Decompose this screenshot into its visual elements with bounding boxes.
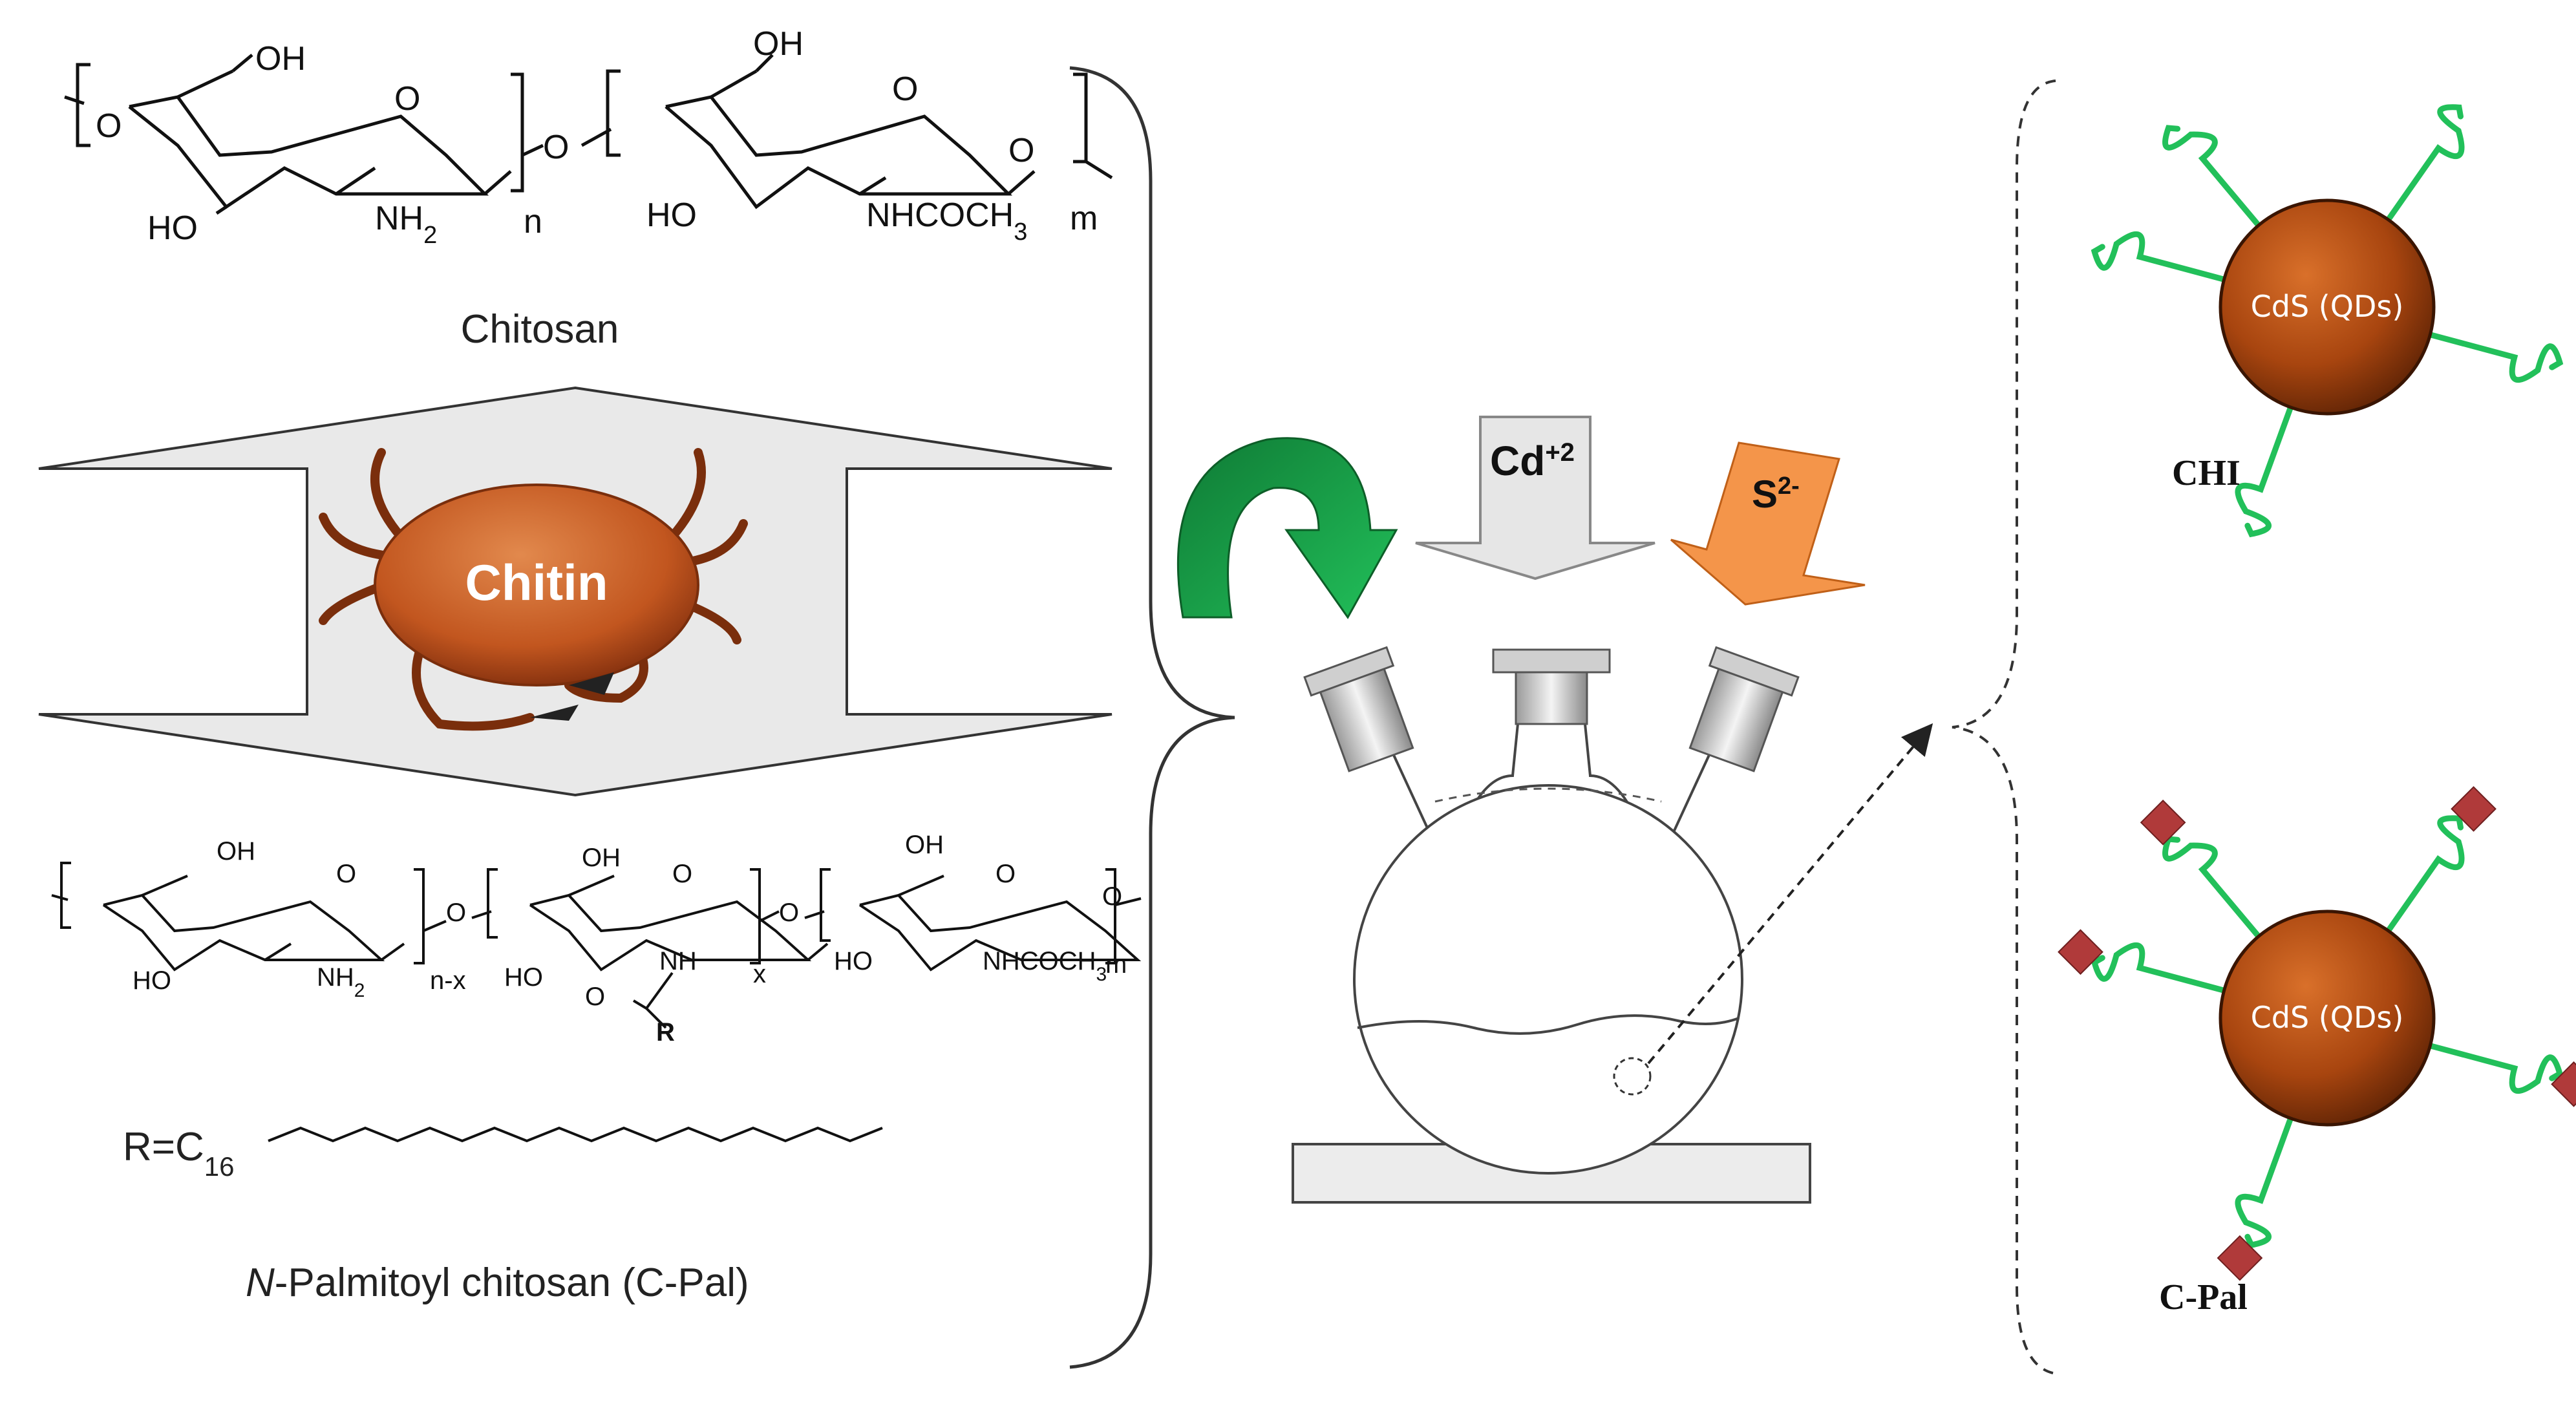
cd-arrow: Cd+2 [1415, 416, 1655, 580]
chitosan-bracket-left [76, 63, 90, 147]
cpal-u3-ho: HO [834, 947, 873, 975]
polymer-strand [2091, 942, 2230, 995]
liquid-surface [1357, 1014, 1740, 1035]
palmitoyl-chain [268, 1126, 883, 1143]
chitosan-unit1-ring [128, 95, 489, 209]
cpal-labels: OH O HO NH2 n-x O OH O HO NH O R x O OH … [123, 831, 1127, 1305]
zoom-arrow [1647, 723, 1933, 1065]
cpal-u3-oh: OH [905, 831, 944, 859]
cpal-structure [51, 862, 1142, 1143]
cpal-u3-end-o: O [1102, 882, 1122, 911]
chitosan-ring-o-label: O [394, 80, 420, 118]
polymer-strand [2162, 836, 2264, 942]
cpal-link-o2: O [779, 899, 799, 927]
polymer-strand [2383, 104, 2465, 226]
chitosan-unit2-ho-label: HO [646, 197, 697, 234]
chitosan-repeat-n: n [524, 203, 542, 240]
palmitoyl-marker [2140, 800, 2186, 846]
cpal-u2-nh: NH [659, 947, 697, 975]
cpal-u1-ho: HO [133, 966, 171, 995]
polymer-strand [2424, 330, 2564, 383]
cpal-label: N-Palmitoyl chitosan (C-Pal) [246, 1260, 749, 1305]
cpal-repeat-m: m [1105, 950, 1127, 979]
qd-product-2: CdS (QDs) C-Pal [2058, 786, 2576, 1317]
chitosan-bracket-m-left [606, 69, 621, 157]
chitosan-repeat-m: m [1070, 200, 1098, 237]
cpal-repeat-x: x [753, 960, 766, 988]
qd-core-label: CdS (QDs) [2251, 1000, 2404, 1035]
qd-core-label: CdS (QDs) [2251, 289, 2404, 324]
right-dashed-brace [1952, 80, 2056, 1375]
qd-caption: C-Pal [2159, 1277, 2248, 1317]
cpal-repeat-nx: n-x [430, 966, 466, 995]
chitosan-structure [64, 54, 1113, 215]
chitosan-labels: OH O O HO NH2 n O OH O HO NHCOCH3 O m Ch… [96, 25, 1098, 352]
qd-products: CdS (QDs) CHI CdS (QDs) C-Pal [2058, 104, 2576, 1317]
chitosan-ho-label: HO [147, 209, 198, 247]
chitosan-bracket-n [511, 72, 524, 193]
cpal-u1-amine: NH2 [317, 963, 365, 1001]
r-group-label: R=C16 [123, 1125, 234, 1182]
cpal-u3-o: O [995, 860, 1016, 888]
qd-core [2219, 909, 2436, 1127]
stirring-arrow-icon [1176, 437, 1398, 619]
polymer-strand [2424, 1041, 2564, 1094]
chitosan-bracket-m-right [1073, 72, 1088, 164]
qd-product-1: CdS (QDs) CHI [2091, 104, 2564, 538]
three-neck-flask [1292, 646, 1933, 1204]
crab-claw-tip-2 [569, 672, 614, 695]
qd-zoom-circle [1613, 1057, 1652, 1096]
crab-shell [374, 484, 699, 686]
cpal-u3-acetamide: NHCOCH3 [983, 947, 1107, 985]
chitosan-unit2-ring [665, 95, 1013, 209]
left-curly-brace [1069, 66, 1235, 1369]
chitosan-unit2-end-o: O [1008, 132, 1034, 169]
cpal-u2-o: O [672, 860, 692, 888]
palmitoyl-marker [2217, 1235, 2263, 1281]
cpal-link-o: O [446, 899, 466, 927]
chitin-panel: Chitin [38, 386, 1112, 797]
polymer-strand [2235, 1112, 2295, 1249]
chitosan-amine-label: NH2 [375, 200, 437, 249]
chitosan-acetamide-label: NHCOCH3 [866, 197, 1027, 246]
cpal-u2-r: R [656, 1018, 675, 1047]
chitosan-unit2-ring-o-label: O [892, 70, 918, 108]
chitin-label: Chitin [465, 554, 608, 611]
palmitoyl-marker [2451, 786, 2496, 832]
polymer-strand [2162, 125, 2264, 231]
polymer-strand [2383, 815, 2465, 937]
cpal-u2-ho: HO [504, 963, 543, 992]
chitosan-end-o-label: O [96, 107, 122, 145]
chitosan-unit2-oh-label: OH [753, 25, 804, 63]
qd-caption: CHI [2172, 453, 2241, 493]
cd-ion-label: Cd+2 [1490, 438, 1575, 484]
cpal-u2-carbonyl-o: O [585, 983, 605, 1011]
s-arrow: S2- [1670, 441, 1866, 606]
crab-claw-tip [530, 705, 579, 721]
polymer-strand [2235, 401, 2295, 538]
palmitoyl-marker [2551, 1061, 2576, 1107]
cpal-u1-o: O [336, 860, 356, 888]
polymer-strand [2091, 231, 2230, 284]
s-ion-label: S2- [1752, 473, 1800, 516]
chitosan-label: Chitosan [461, 307, 619, 352]
palmitoyl-marker [2058, 929, 2103, 975]
chitosan-linker-o: O [543, 129, 569, 166]
qd-core [2219, 198, 2436, 416]
cpal-u1-oh: OH [217, 837, 255, 866]
chitosan-oh-label: OH [255, 40, 306, 78]
cpal-u2-oh: OH [582, 844, 621, 872]
